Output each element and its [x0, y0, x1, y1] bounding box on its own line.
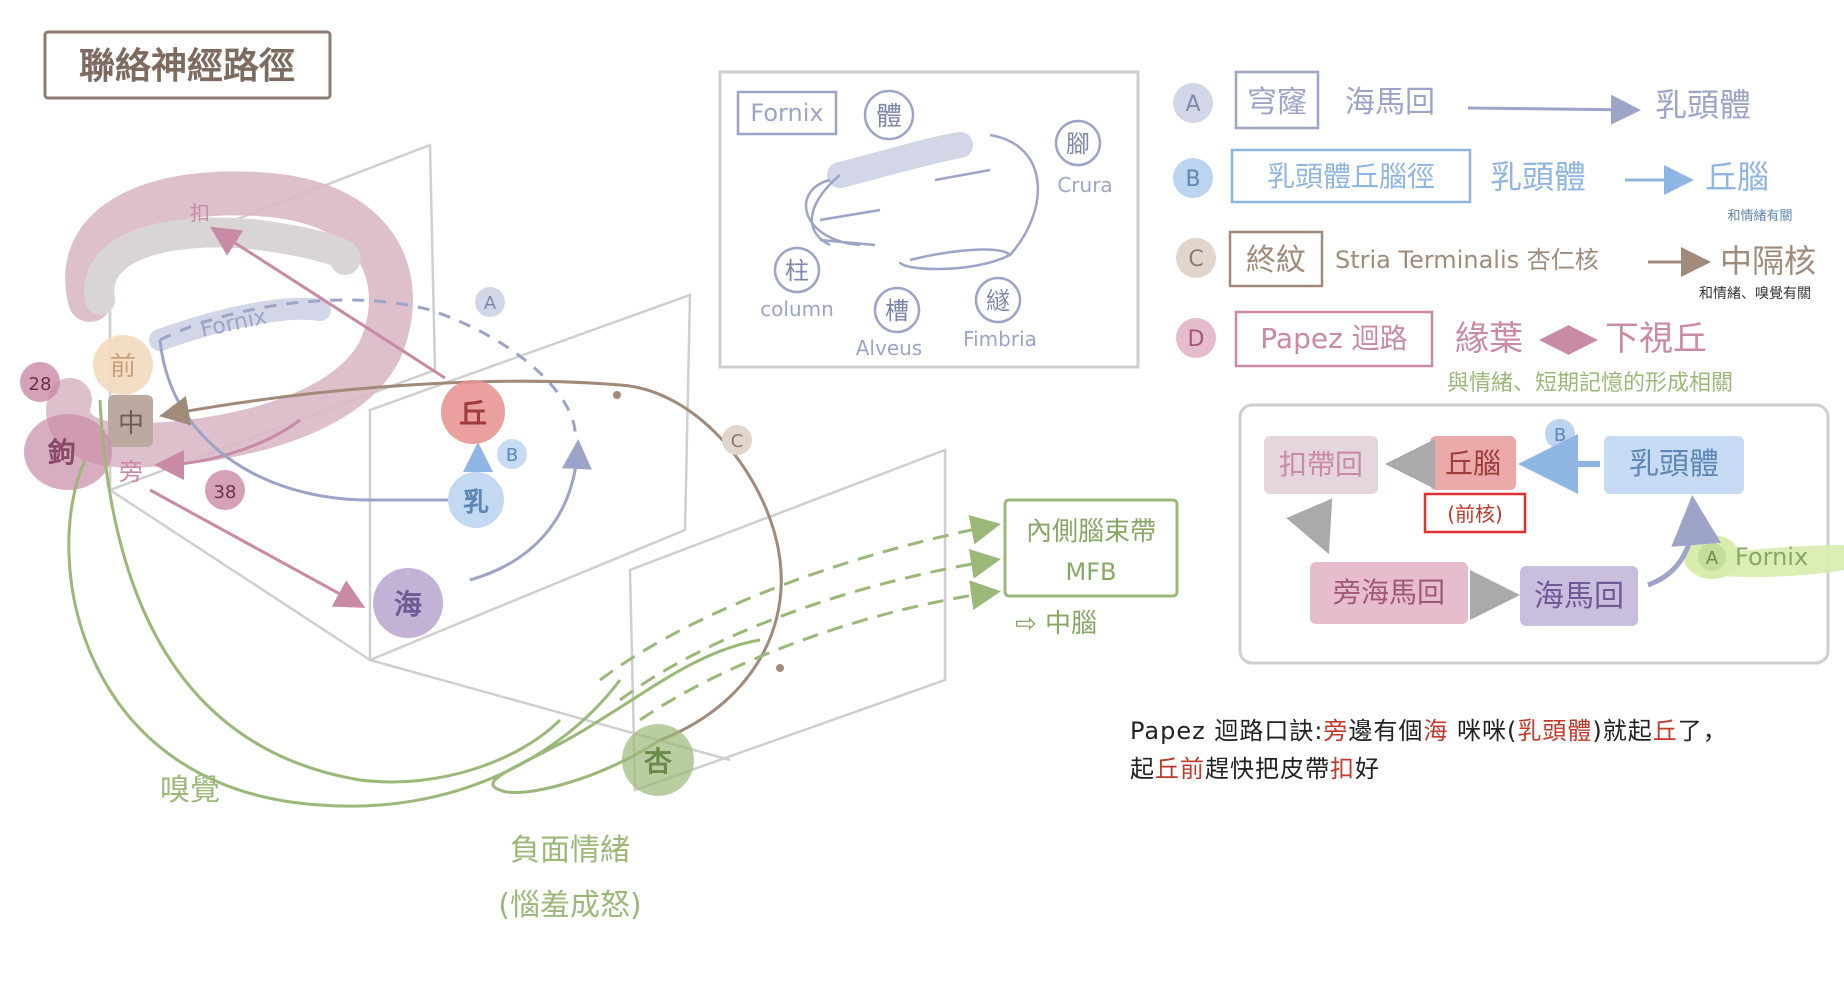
papez-mammillary: 乳頭體 — [1629, 447, 1719, 482]
m-text: )就起 — [1592, 717, 1653, 745]
part-zhu: 柱 — [785, 257, 809, 285]
legend-A-name: 穹窿 — [1247, 85, 1307, 120]
m-text: 邊有個 — [1348, 717, 1424, 745]
brain-nodes: 丘 乳 海 杏 — [373, 380, 694, 796]
part-jiao: 腳 — [1066, 130, 1090, 158]
papez-fornix-letter: A — [1706, 548, 1719, 569]
m-highlight: 丘 — [1652, 717, 1678, 745]
gyrus-pang: 旁 — [119, 458, 143, 486]
m-highlight: 丘前 — [1155, 755, 1205, 783]
legend-A-from: 海馬回 — [1345, 85, 1435, 120]
legend-C-letter: C — [1188, 247, 1203, 272]
papez-cingulate: 扣帶回 — [1279, 448, 1363, 481]
part-column: column — [760, 297, 834, 321]
m-highlight: 旁 — [1323, 717, 1349, 745]
fornix-diagram: Fornix 體 腳 Crura 柱 column 槽 Alveus 繸 Fim… — [718, 70, 1140, 369]
legend-B-note: 和情緒有關 — [1727, 209, 1792, 224]
legend-C-name: 終紋 — [1246, 243, 1306, 278]
mnemonic-line-2: 起丘前趕快把皮帶扣好 — [1130, 750, 1728, 788]
node-amygdala: 杏 — [644, 745, 672, 778]
tag-A: A — [484, 293, 497, 314]
mfb-midbrain: ⇨ 中腦 — [1015, 609, 1097, 639]
legend-D-from: 緣葉 — [1455, 319, 1523, 359]
m-text: 起 — [1130, 755, 1155, 783]
gyrus-labels: 前 中 旁 鉤 28 38 — [20, 335, 245, 510]
legend: A 穹窿 海馬回 乳頭體 B 乳頭體丘腦徑 乳頭體 丘腦 和情緒有關 C 終紋 … — [1173, 70, 1816, 396]
legend-D-letter: D — [1188, 327, 1205, 352]
legend-B-letter: B — [1185, 167, 1200, 192]
legend-C-note: 和情緒、嗅覺有關 — [1699, 286, 1811, 302]
papez-tag-B: B — [1554, 425, 1566, 446]
tag-C: C — [731, 431, 744, 452]
legend-C-from: Stria Terminalis 杏仁核 — [1335, 246, 1599, 274]
legend-B-from: 乳頭體 — [1490, 158, 1586, 196]
neg-emotion-1: 負面情緒 — [510, 833, 630, 868]
m-text: Papez 迴路口訣: — [1130, 717, 1324, 745]
papez-hippocampus: 海馬回 — [1534, 579, 1624, 614]
part-alveus: Alveus — [856, 336, 922, 360]
title-box: 聯絡神經路徑 — [43, 30, 332, 100]
pathway-tags: A B C — [475, 287, 752, 469]
m-highlight: 乳頭體 — [1517, 717, 1593, 745]
m-text: 趕快把皮帶 — [1205, 755, 1330, 783]
legend-D-note: 與情緒、短期記憶的形成相關 — [1447, 371, 1733, 396]
legend-D-name: Papez 迴路 — [1260, 322, 1407, 355]
gyrus-zhong: 中 — [118, 409, 144, 439]
pathways — [67, 226, 1001, 808]
gyrus-qian: 前 — [110, 352, 136, 382]
part-ti: 體 — [876, 102, 902, 132]
fornix-label: Fornix — [198, 304, 269, 342]
page-title: 聯絡神經路徑 — [79, 46, 295, 87]
part-crura: Crura — [1057, 173, 1112, 197]
part-cao: 槽 — [885, 297, 909, 325]
node-mammillary: 乳 — [463, 488, 489, 518]
area-38: 38 — [214, 482, 237, 503]
papez-circuit: 扣帶回 丘腦 (前核) 乳頭體 旁海馬回 海馬回 B A Fornix — [1238, 403, 1844, 665]
legend-B-name: 乳頭體丘腦徑 — [1267, 160, 1435, 193]
mnemonic-line-1: Papez 迴路口訣:旁邊有個海 咪咪(乳頭體)就起丘了， — [1130, 712, 1728, 750]
m-text: 好 — [1355, 755, 1380, 783]
m-text: 咪咪( — [1448, 717, 1518, 745]
papez-fornix-text: Fornix — [1735, 543, 1808, 571]
papez-anterior: (前核) — [1447, 502, 1503, 526]
gyrus-kou: 扣 — [190, 201, 210, 225]
node-thalamus: 丘 — [459, 397, 487, 430]
mfb-line2: MFB — [1066, 558, 1117, 586]
legend-C-to: 中隔核 — [1720, 242, 1816, 280]
neg-emotion-2: (惱羞成怒) — [498, 888, 641, 923]
legend-D-to: 下視丘 — [1605, 319, 1707, 359]
legend-A-to: 乳頭體 — [1655, 86, 1751, 124]
part-xu: 繸 — [986, 287, 1010, 315]
olfactory-label: 嗅覺 — [160, 773, 220, 808]
part-fimbria: Fimbria — [963, 327, 1037, 351]
m-highlight: 海 — [1423, 717, 1449, 745]
papez-parahippocampal: 旁海馬回 — [1333, 576, 1445, 609]
node-hippocampus: 海 — [394, 588, 422, 621]
fornix-diagram-title: Fornix — [750, 99, 823, 127]
tag-B: B — [506, 445, 518, 466]
m-text: 了， — [1677, 717, 1728, 745]
papez-thalamus: 丘腦 — [1445, 447, 1501, 480]
gyrus-gou: 鉤 — [47, 436, 76, 469]
legend-B-to: 丘腦 — [1705, 158, 1769, 196]
mnemonic: Papez 迴路口訣:旁邊有個海 咪咪(乳頭體)就起丘了， 起丘前趕快把皮帶扣好 — [1130, 712, 1728, 788]
legend-A-letter: A — [1185, 92, 1200, 117]
mfb-line1: 內側腦束帶 — [1026, 517, 1156, 547]
area-28: 28 — [29, 374, 52, 395]
m-highlight: 扣 — [1330, 755, 1355, 783]
mfb-box: 內側腦束帶 MFB ⇨ 中腦 — [1003, 498, 1179, 639]
